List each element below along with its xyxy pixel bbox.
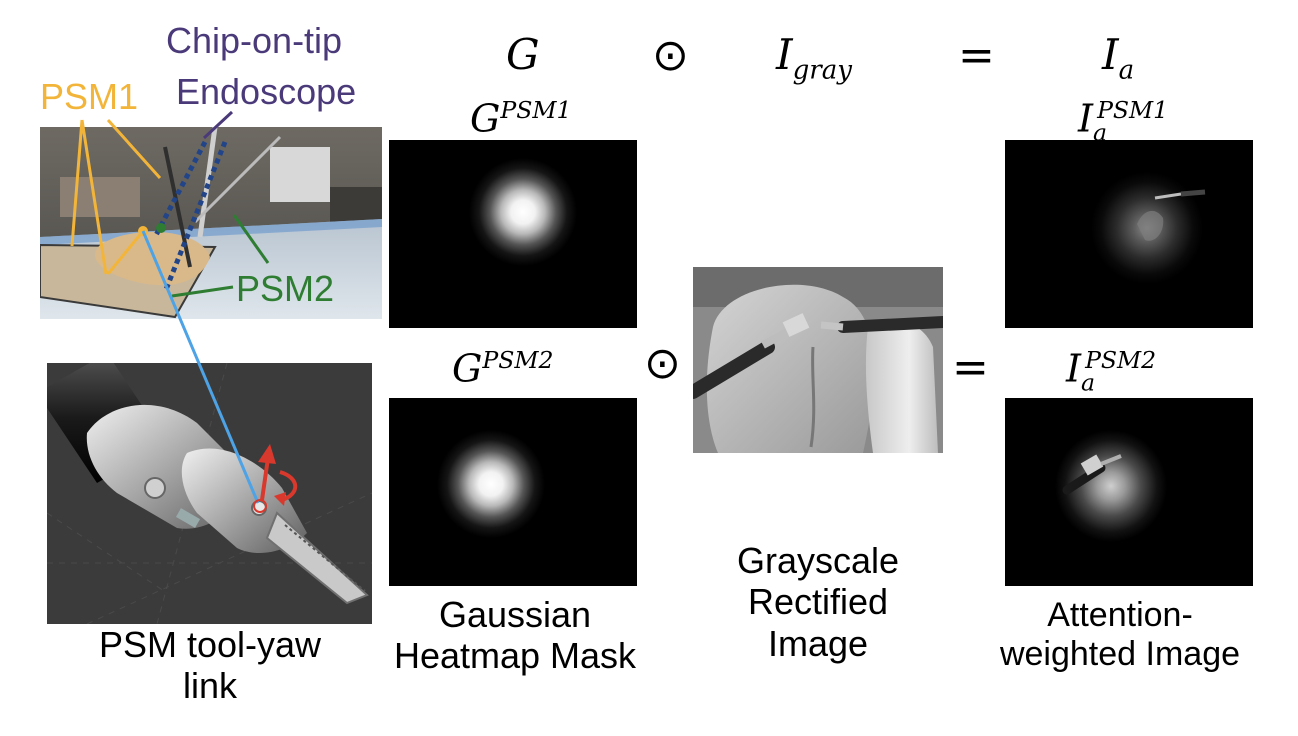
- caption-gaussian-line1: Gaussian: [438, 594, 592, 635]
- caption-tool-line2: link: [182, 665, 238, 707]
- label-G-psm1-sup: PSM1: [500, 96, 572, 124]
- gaussian-mask-psm2: [389, 398, 637, 586]
- robot-scene-photo: [40, 127, 382, 319]
- label-Ia-psm1: IaPSM1: [1078, 96, 1168, 146]
- psm1-point: [138, 226, 148, 236]
- eq-a-subscript: a: [1118, 55, 1135, 86]
- endoscope-label-line2: Endoscope: [176, 71, 356, 112]
- psm2-point: [156, 223, 166, 233]
- tool-render: [47, 363, 372, 624]
- caption-att-line2: weighted Image: [999, 635, 1241, 674]
- eq-Ia-symbol: I: [1102, 30, 1119, 79]
- odot-mid: ⊙: [644, 338, 681, 389]
- attention-image-psm1: [1005, 140, 1253, 328]
- grayscale-rectified-image: [693, 267, 943, 453]
- caption-gaussian: Gaussian Heatmap Mask: [360, 594, 670, 677]
- caption-attention: Attention- weighted Image: [960, 596, 1280, 674]
- equals-mid-symbol: =: [952, 342, 989, 393]
- gaussian-mask-psm1: [389, 140, 637, 328]
- attention-tool-psm2: [1062, 454, 1122, 495]
- eq-G: G: [506, 30, 540, 79]
- caption-gray-line3: Image: [767, 622, 869, 664]
- label-Ia-psm1-sup: PSM1: [1097, 96, 1169, 124]
- caption-gray-line2: Rectified: [747, 581, 889, 623]
- psm1-label: PSM1: [40, 76, 138, 117]
- label-G-psm1-base: G: [470, 96, 501, 141]
- robot-scene: [40, 127, 382, 319]
- eq-I-gray: Igray: [776, 30, 852, 85]
- attention-tool-psm1: [1137, 189, 1206, 241]
- label-G-psm2: GPSM2: [452, 346, 553, 391]
- endoscope-label-line1: Chip-on-tip: [166, 20, 342, 61]
- caption-grayscale: Grayscale Rectified Image: [688, 540, 948, 664]
- odot-mid-symbol: ⊙: [644, 338, 681, 389]
- caption-tool-line1: PSM tool-yaw: [98, 624, 322, 665]
- equals-mid: =: [952, 342, 989, 393]
- grayscale-scene: [693, 267, 943, 453]
- equals-symbol: =: [958, 30, 995, 81]
- label-Ia-psm2-sub: a: [1081, 368, 1096, 397]
- odot-symbol: ⊙: [652, 30, 689, 81]
- caption-gaussian-line2: Heatmap Mask: [393, 635, 637, 677]
- tool-yaw-render: [47, 363, 372, 624]
- label-G-psm2-sup: PSM2: [482, 346, 554, 374]
- eq-G-symbol: G: [506, 30, 540, 79]
- eq-equals-top: =: [958, 30, 995, 81]
- label-Ia-psm1-base: I: [1078, 96, 1094, 141]
- label-Ia-psm2: IaPSM2: [1066, 346, 1156, 396]
- label-Ia-psm2-base: I: [1066, 346, 1082, 391]
- label-Ia-psm1-sub: a: [1093, 118, 1108, 147]
- eq-I-symbol: I: [776, 30, 793, 79]
- label-Ia-psm2-sup: PSM2: [1085, 346, 1157, 374]
- caption-tool: PSM tool-yaw link: [50, 624, 370, 707]
- caption-att-line1: Attention-: [1047, 596, 1193, 634]
- caption-gray-line1: Grayscale: [736, 540, 900, 581]
- eq-odot-top: ⊙: [652, 30, 689, 81]
- eq-I-a: Ia: [1102, 30, 1134, 85]
- label-G-psm2-base: G: [452, 346, 483, 391]
- attention-image-psm2: [1005, 398, 1253, 586]
- eq-gray-subscript: gray: [792, 55, 852, 86]
- label-G-psm1: GPSM1: [470, 96, 571, 141]
